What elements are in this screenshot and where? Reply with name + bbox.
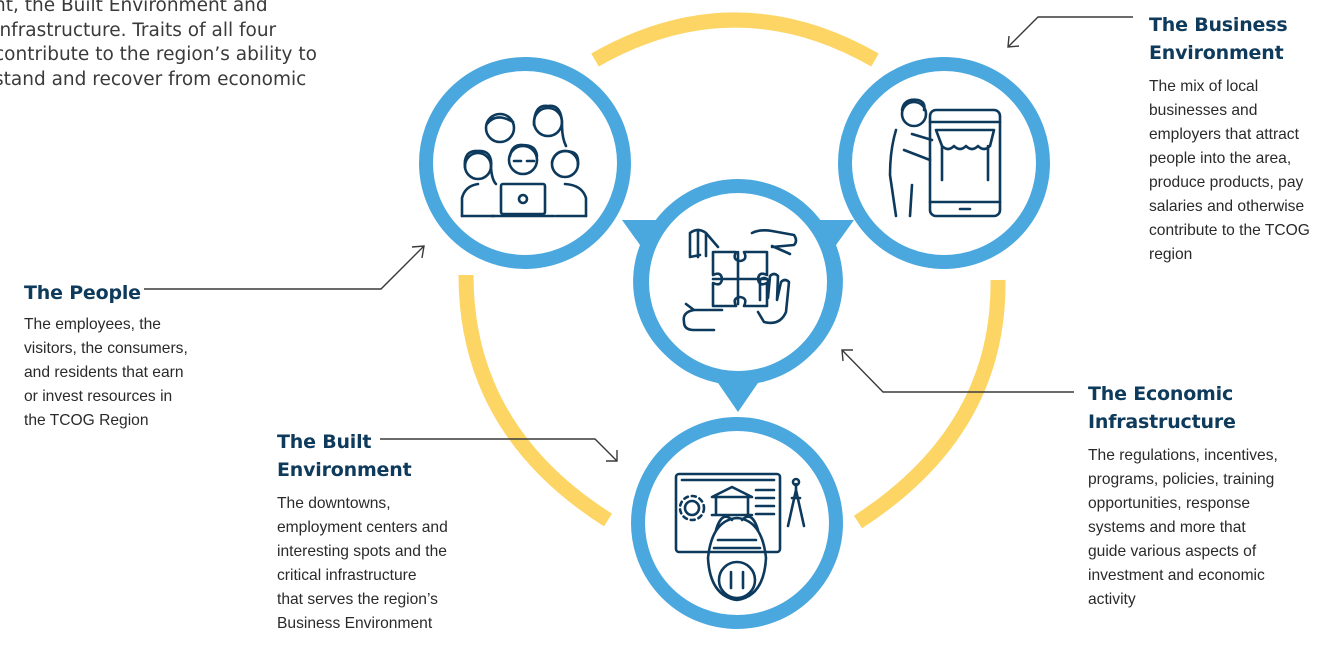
leader-built xyxy=(380,438,618,462)
desc-line: employers that attract xyxy=(1149,126,1299,143)
desc-line: opportunities, response xyxy=(1088,495,1251,512)
desc-line: contribute to the TCOG xyxy=(1149,222,1310,239)
connector-arcs xyxy=(458,12,1006,529)
section-title: The Built Environment xyxy=(277,428,448,484)
title-line: Environment xyxy=(1149,42,1284,64)
circle-business xyxy=(838,57,1050,269)
arrowhead-business xyxy=(1007,35,1020,48)
desc-line: guide various aspects of xyxy=(1088,543,1257,560)
desc-line: interesting spots and the xyxy=(277,543,447,560)
section-the-built-environment: The Built Environment The downtowns, emp… xyxy=(277,428,448,636)
title-line: The Business xyxy=(1149,14,1288,36)
desc-line: The downtowns, xyxy=(277,495,391,512)
desc-line: and residents that earn xyxy=(24,364,184,381)
title-line: Infrastructure xyxy=(1088,411,1236,433)
hands-holding-puzzle-pieces-icon xyxy=(682,228,798,332)
desc-line: investment and economic xyxy=(1088,567,1265,584)
desc-line: visitors, the consumers, xyxy=(24,340,188,357)
merchant-with-tablet-storefront-icon xyxy=(888,98,1002,218)
arrowhead-economic xyxy=(841,349,853,362)
circle-center xyxy=(622,179,854,412)
arrowhead-people xyxy=(411,245,425,259)
title-line: The Economic xyxy=(1088,383,1234,405)
desc-line: people into the area, xyxy=(1149,150,1292,167)
title-line: The People xyxy=(24,282,141,304)
section-description: The downtowns, employment centers and in… xyxy=(277,492,448,636)
intro-line: nt, the Built Environment and xyxy=(0,0,268,16)
desc-line: activity xyxy=(1088,591,1136,608)
desc-line: salaries and otherwise xyxy=(1149,198,1305,215)
desc-line: programs, policies, training xyxy=(1088,471,1275,488)
intro-line: contribute to the region’s ability to xyxy=(0,44,317,65)
desc-line: produce products, pay xyxy=(1149,174,1304,191)
section-title: The Economic Infrastructure xyxy=(1088,380,1278,436)
leader-business xyxy=(1007,16,1133,48)
group-of-people-with-laptop-icon xyxy=(460,104,588,218)
desc-line: businesses and xyxy=(1149,102,1258,119)
circle-people xyxy=(419,57,631,269)
leader-people xyxy=(144,245,425,290)
desc-line: The regulations, incentives, xyxy=(1088,447,1278,464)
desc-line: that serves the region’s xyxy=(277,591,438,608)
architect-at-drafting-desk-icon xyxy=(674,472,806,602)
arrowhead-built xyxy=(606,450,618,462)
section-the-economic-infrastructure: The Economic Infrastructure The regulati… xyxy=(1088,380,1278,612)
section-description: The regulations, incentives, programs, p… xyxy=(1088,444,1278,612)
desc-line: employment centers and xyxy=(277,519,448,536)
ring-business xyxy=(838,57,1050,269)
section-title: The People xyxy=(24,279,188,307)
arc-people-to-business xyxy=(591,12,879,67)
intro-paragraph: nt, the Built Environment and Infrastruc… xyxy=(0,0,344,92)
desc-line: The employees, the xyxy=(24,316,161,333)
section-description: The employees, the visitors, the consume… xyxy=(24,313,188,433)
intro-line: Infrastructure. Traits of all four xyxy=(0,19,277,41)
desc-line: region xyxy=(1149,246,1193,263)
leader-economic xyxy=(841,349,1074,393)
desc-line: the TCOG Region xyxy=(24,412,149,429)
arc-people-to-built xyxy=(458,274,613,527)
section-description: The mix of local businesses and employer… xyxy=(1149,75,1310,267)
section-title: The Business Environment xyxy=(1149,11,1310,67)
title-line: Environment xyxy=(277,459,412,481)
ring-people xyxy=(419,57,631,269)
ring-built xyxy=(631,417,843,629)
circle-built xyxy=(631,417,843,629)
title-line: The Built xyxy=(277,431,372,453)
desc-line: critical infrastructure xyxy=(277,567,417,584)
section-the-business-environment: The Business Environment The mix of loca… xyxy=(1149,11,1310,267)
desc-line: The mix of local xyxy=(1149,78,1259,95)
leader-lines xyxy=(144,16,1133,462)
desc-line: or invest resources in xyxy=(24,388,173,405)
section-the-people: The People The employees, the visitors, … xyxy=(24,279,188,433)
intro-line: stand and recover from economic xyxy=(0,68,307,90)
desc-line: Business Environment xyxy=(277,615,433,632)
desc-line: systems and more that xyxy=(1088,519,1246,536)
arc-business-to-built xyxy=(853,279,1006,529)
